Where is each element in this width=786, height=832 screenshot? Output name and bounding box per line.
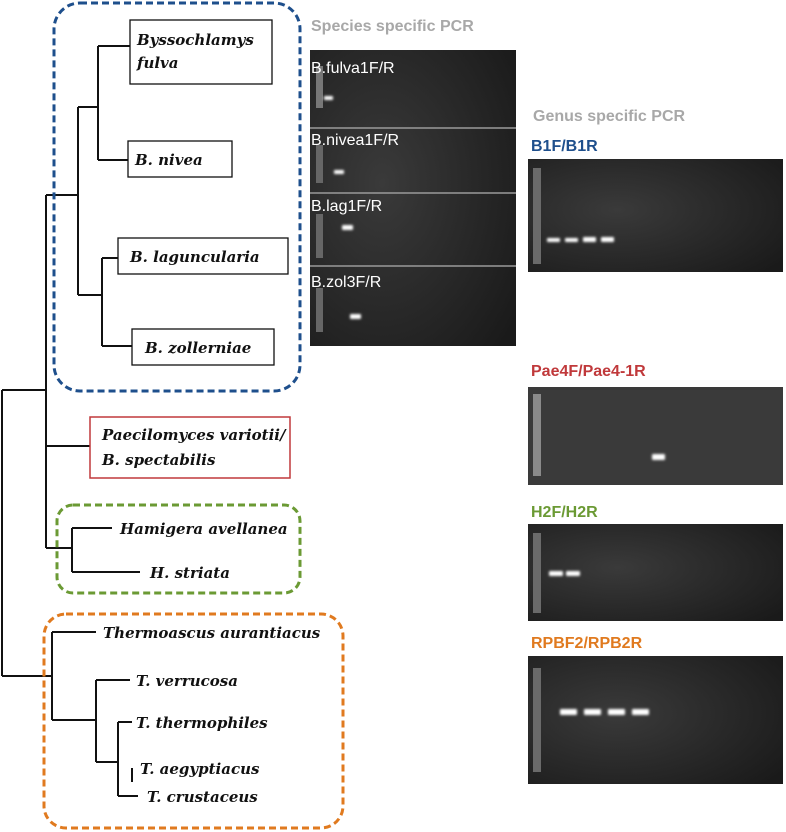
taxon-byssochlamys-fulva-line2: fulva	[136, 54, 179, 72]
byssochlamys-fulva-box	[129, 19, 273, 85]
gel-band	[601, 237, 614, 242]
taxon-t-thermophiles: T. thermophiles	[136, 714, 268, 732]
taxon-paecilomyces-variotii-line2: B. spectabilis	[101, 451, 216, 469]
gel-band	[324, 96, 333, 100]
tree-branch-byssochlamys	[77, 106, 102, 296]
tree-branch-upper	[45, 194, 90, 549]
thermoascus-group-box	[42, 612, 345, 830]
species-gel-label-b-fulva: B.fulva1F/R	[311, 60, 395, 77]
taxon-byssochlamys-fulva: Byssochlamys	[136, 31, 254, 49]
tree-branch-thermophiles	[117, 721, 138, 797]
dna-ladder	[533, 394, 541, 476]
genus-gel-rpb	[528, 656, 783, 784]
taxon-h-striata: H. striata	[149, 564, 230, 582]
gel-band	[608, 709, 625, 715]
species-gel-background	[310, 50, 516, 346]
dna-ladder	[316, 288, 323, 332]
taxon-t-aegyptiacus: T. aegyptiacus	[140, 760, 260, 778]
genus-gel-label-pae: Pae4F/Pae4-1R	[531, 363, 646, 380]
byssochlamys-group-box	[52, 1, 302, 393]
taxon-paecilomyces-variotii: Paecilomyces variotii/	[101, 426, 287, 444]
dna-ladder	[533, 533, 541, 613]
taxon-b-nivea: B. nivea	[134, 151, 203, 169]
taxon-t-crustaceus: T. crustaceus	[147, 788, 258, 806]
taxon-hamigera-avellanea: Hamigera avellanea	[119, 520, 288, 538]
taxon-b-laguncularia: B. laguncularia	[129, 248, 260, 266]
genus-gel-label-rpb: RPBF2/RPB2R	[531, 635, 643, 652]
gel-band	[584, 709, 601, 715]
dna-ladder	[533, 668, 541, 772]
taxon-b-zollerniae: B. zollerniae	[144, 339, 251, 357]
gel-band	[632, 709, 649, 715]
genus-gel-b1	[528, 159, 783, 272]
taxon-thermoascus-aurantiacus: Thermoascus aurantiacus	[103, 624, 321, 642]
gel-band	[652, 454, 665, 460]
dna-ladder	[316, 145, 323, 183]
gel-band	[549, 571, 563, 576]
tree-branch-hamigera	[71, 527, 140, 573]
b-nivea-box	[127, 140, 233, 178]
b-laguncularia-box	[117, 237, 289, 275]
gel-band	[565, 238, 578, 242]
gel-band	[350, 314, 361, 319]
hamigera-group-box	[55, 503, 302, 595]
species-gel-label-b-zol: B.zol3F/R	[311, 274, 381, 291]
gel-band	[342, 225, 353, 230]
gel-band	[566, 571, 580, 576]
species-gel-label-b-lag: B.lag1F/R	[311, 198, 382, 215]
b-zollerniae-box	[131, 328, 275, 366]
tree-branch-fulva-nivea	[97, 45, 130, 161]
genus-gel-label-h2: H2F/H2R	[531, 504, 598, 521]
tree-branch-lag-zol	[101, 257, 132, 347]
species-pcr-title: Species specific PCR	[311, 18, 474, 35]
species-gel-label-b-nivea: B.nivea1F/R	[311, 132, 399, 149]
tree-branch-root	[1, 389, 52, 677]
dna-ladder	[533, 168, 541, 264]
phylogenetic-tree	[1, 45, 140, 797]
genus-pcr-title: Genus specific PCR	[533, 108, 685, 125]
species-gel-stack: B.fulva1F/R B.nivea1F/R B.lag1F/R B.zol3…	[310, 50, 516, 346]
paecilomyces-box	[89, 416, 291, 479]
tree-branch-verrucosa	[95, 679, 130, 763]
gel-band	[334, 170, 344, 174]
tree-branch-thermoascus	[51, 631, 96, 721]
gel-band	[560, 709, 577, 715]
dna-ladder	[316, 66, 323, 108]
gel-band	[583, 237, 596, 242]
genus-gel-label-b1: B1F/B1R	[531, 138, 598, 155]
taxon-t-verrucosa: T. verrucosa	[136, 672, 238, 690]
genus-gel-pae	[528, 387, 783, 485]
dna-ladder	[316, 214, 323, 258]
gel-band	[547, 238, 560, 242]
